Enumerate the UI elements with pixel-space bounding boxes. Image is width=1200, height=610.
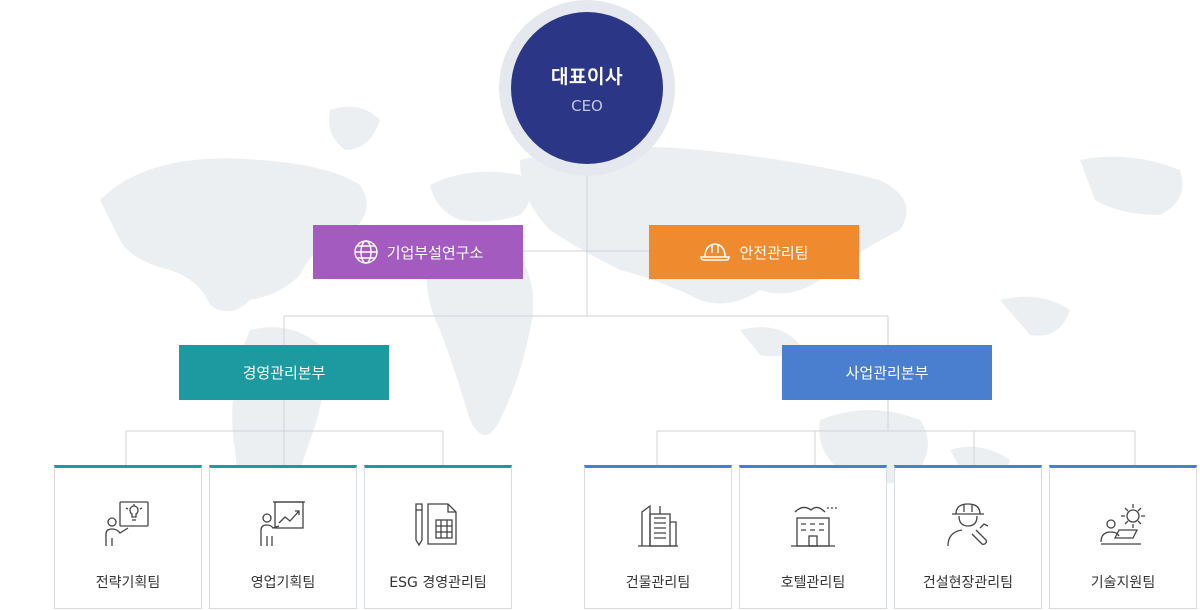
management-division-label: 경영관리본부: [242, 364, 326, 382]
building-icon: [638, 504, 678, 547]
rnd-institute-box[interactable]: 기업부설연구소: [313, 225, 523, 279]
team-label: 영업기획팀: [250, 575, 316, 591]
calculator-document-icon: [415, 503, 457, 547]
team-card-tech-support[interactable]: 기술지원팀: [1049, 465, 1197, 609]
business-division-label: 사업관리본부: [845, 364, 929, 382]
ceo-subtitle: CEO: [571, 96, 603, 115]
construction-worker-icon: [947, 503, 989, 547]
team-card-esg[interactable]: ESG 경영관리팀: [364, 465, 512, 609]
ceo-title: 대표이사: [551, 65, 623, 88]
team-label: ESG 경영관리팀: [389, 575, 487, 591]
team-card-hotel[interactable]: 호텔관리팀: [739, 465, 887, 609]
hotel-icon: [791, 506, 837, 547]
strategy-lightbulb-icon: [105, 501, 149, 546]
safety-team-box[interactable]: 안전관리팀: [649, 225, 859, 279]
team-card-strategy[interactable]: 전략기획팀: [54, 465, 202, 609]
team-label: 건설현장관리팀: [922, 575, 1014, 591]
hard-hat-icon: [699, 239, 731, 265]
team-label: 건물관리팀: [625, 575, 691, 591]
team-label: 기술지원팀: [1090, 575, 1156, 591]
tech-support-gear-icon: [1100, 504, 1145, 545]
team-label: 호텔관리팀: [780, 575, 846, 591]
management-division-box[interactable]: 경영관리본부: [179, 345, 389, 400]
globe-icon: [353, 239, 379, 265]
safety-team-label: 안전관리팀: [739, 243, 809, 262]
presentation-chart-icon: [260, 501, 305, 546]
team-card-building[interactable]: 건물관리팀: [584, 465, 732, 609]
team-label: 전략기획팀: [95, 575, 161, 591]
ceo-node[interactable]: 대표이사 CEO: [511, 12, 663, 164]
rnd-institute-label: 기업부설연구소: [386, 243, 484, 262]
team-card-construction[interactable]: 건설현장관리팀: [894, 465, 1042, 609]
team-card-sales-planning[interactable]: 영업기획팀: [209, 465, 357, 609]
business-division-box[interactable]: 사업관리본부: [782, 345, 992, 400]
